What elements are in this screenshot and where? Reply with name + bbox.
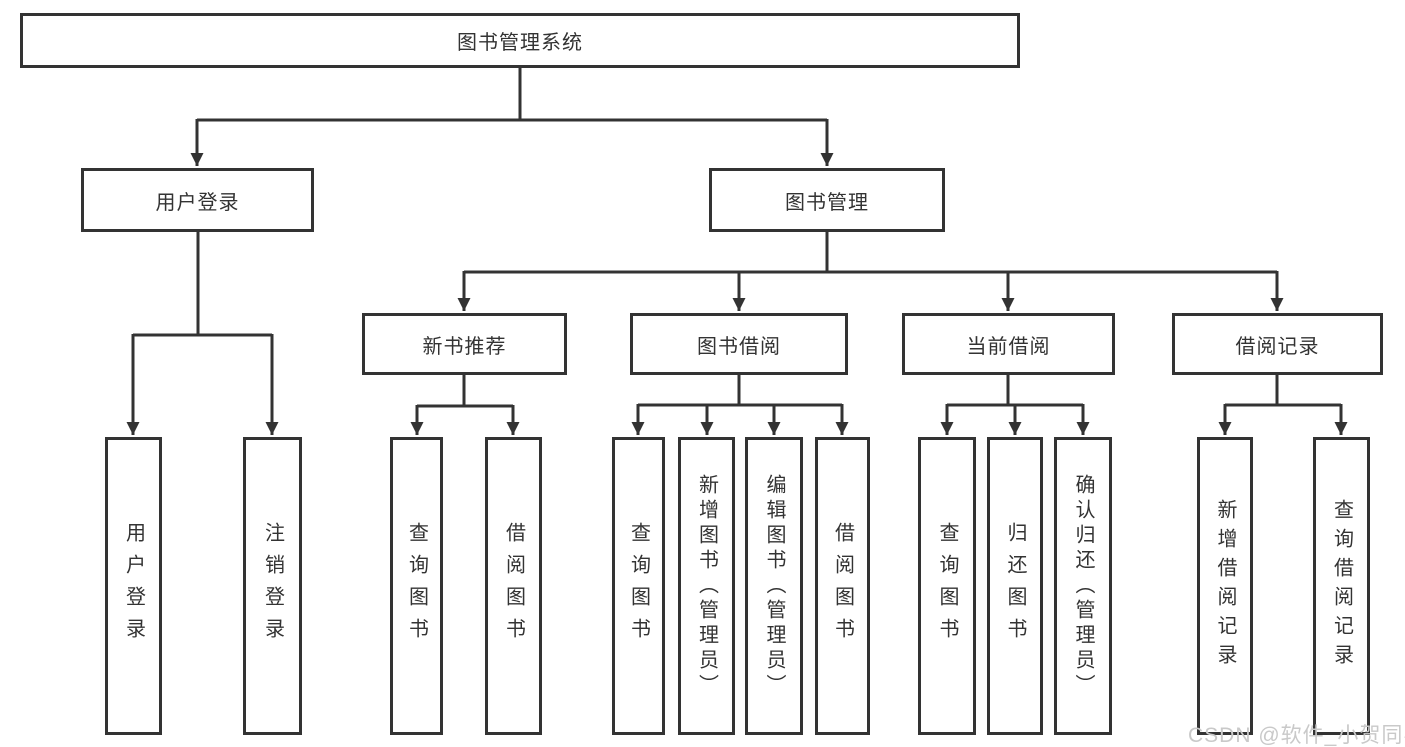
node-user-login-branch: 用户登录 — [81, 168, 314, 232]
csdn-watermark: CSDN @软件_小贺同学 — [1188, 724, 1405, 747]
node-root-system: 图书管理系统 — [20, 13, 1020, 68]
leaf-recommend-borrow-books: 借阅图书 — [485, 437, 542, 735]
leaf-logout: 注销登录 — [243, 437, 302, 735]
leaf-borrowing-query-books: 查询图书 — [612, 437, 665, 735]
node-borrowing-records: 借阅记录 — [1172, 313, 1383, 375]
leaf-return-books: 归还图书 — [987, 437, 1043, 735]
node-book-management-branch: 图书管理 — [709, 168, 945, 232]
leaf-confirm-return-admin: 确认归还（管理员） — [1054, 437, 1112, 735]
leaf-user-login: 用户登录 — [105, 437, 162, 735]
leaf-add-borrow-record: 新增借阅记录 — [1197, 437, 1253, 735]
leaf-query-borrow-record: 查询借阅记录 — [1313, 437, 1370, 735]
node-new-book-recommend: 新书推荐 — [362, 313, 567, 375]
leaf-add-books-admin: 新增图书（管理员） — [678, 437, 735, 735]
node-book-borrowing: 图书借阅 — [630, 313, 848, 375]
leaf-current-query-books: 查询图书 — [918, 437, 976, 735]
leaf-edit-books-admin: 编辑图书（管理员） — [745, 437, 803, 735]
leaf-borrowing-borrow-books: 借阅图书 — [815, 437, 870, 735]
node-current-borrowing: 当前借阅 — [902, 313, 1115, 375]
leaf-recommend-query-books: 查询图书 — [390, 437, 443, 735]
